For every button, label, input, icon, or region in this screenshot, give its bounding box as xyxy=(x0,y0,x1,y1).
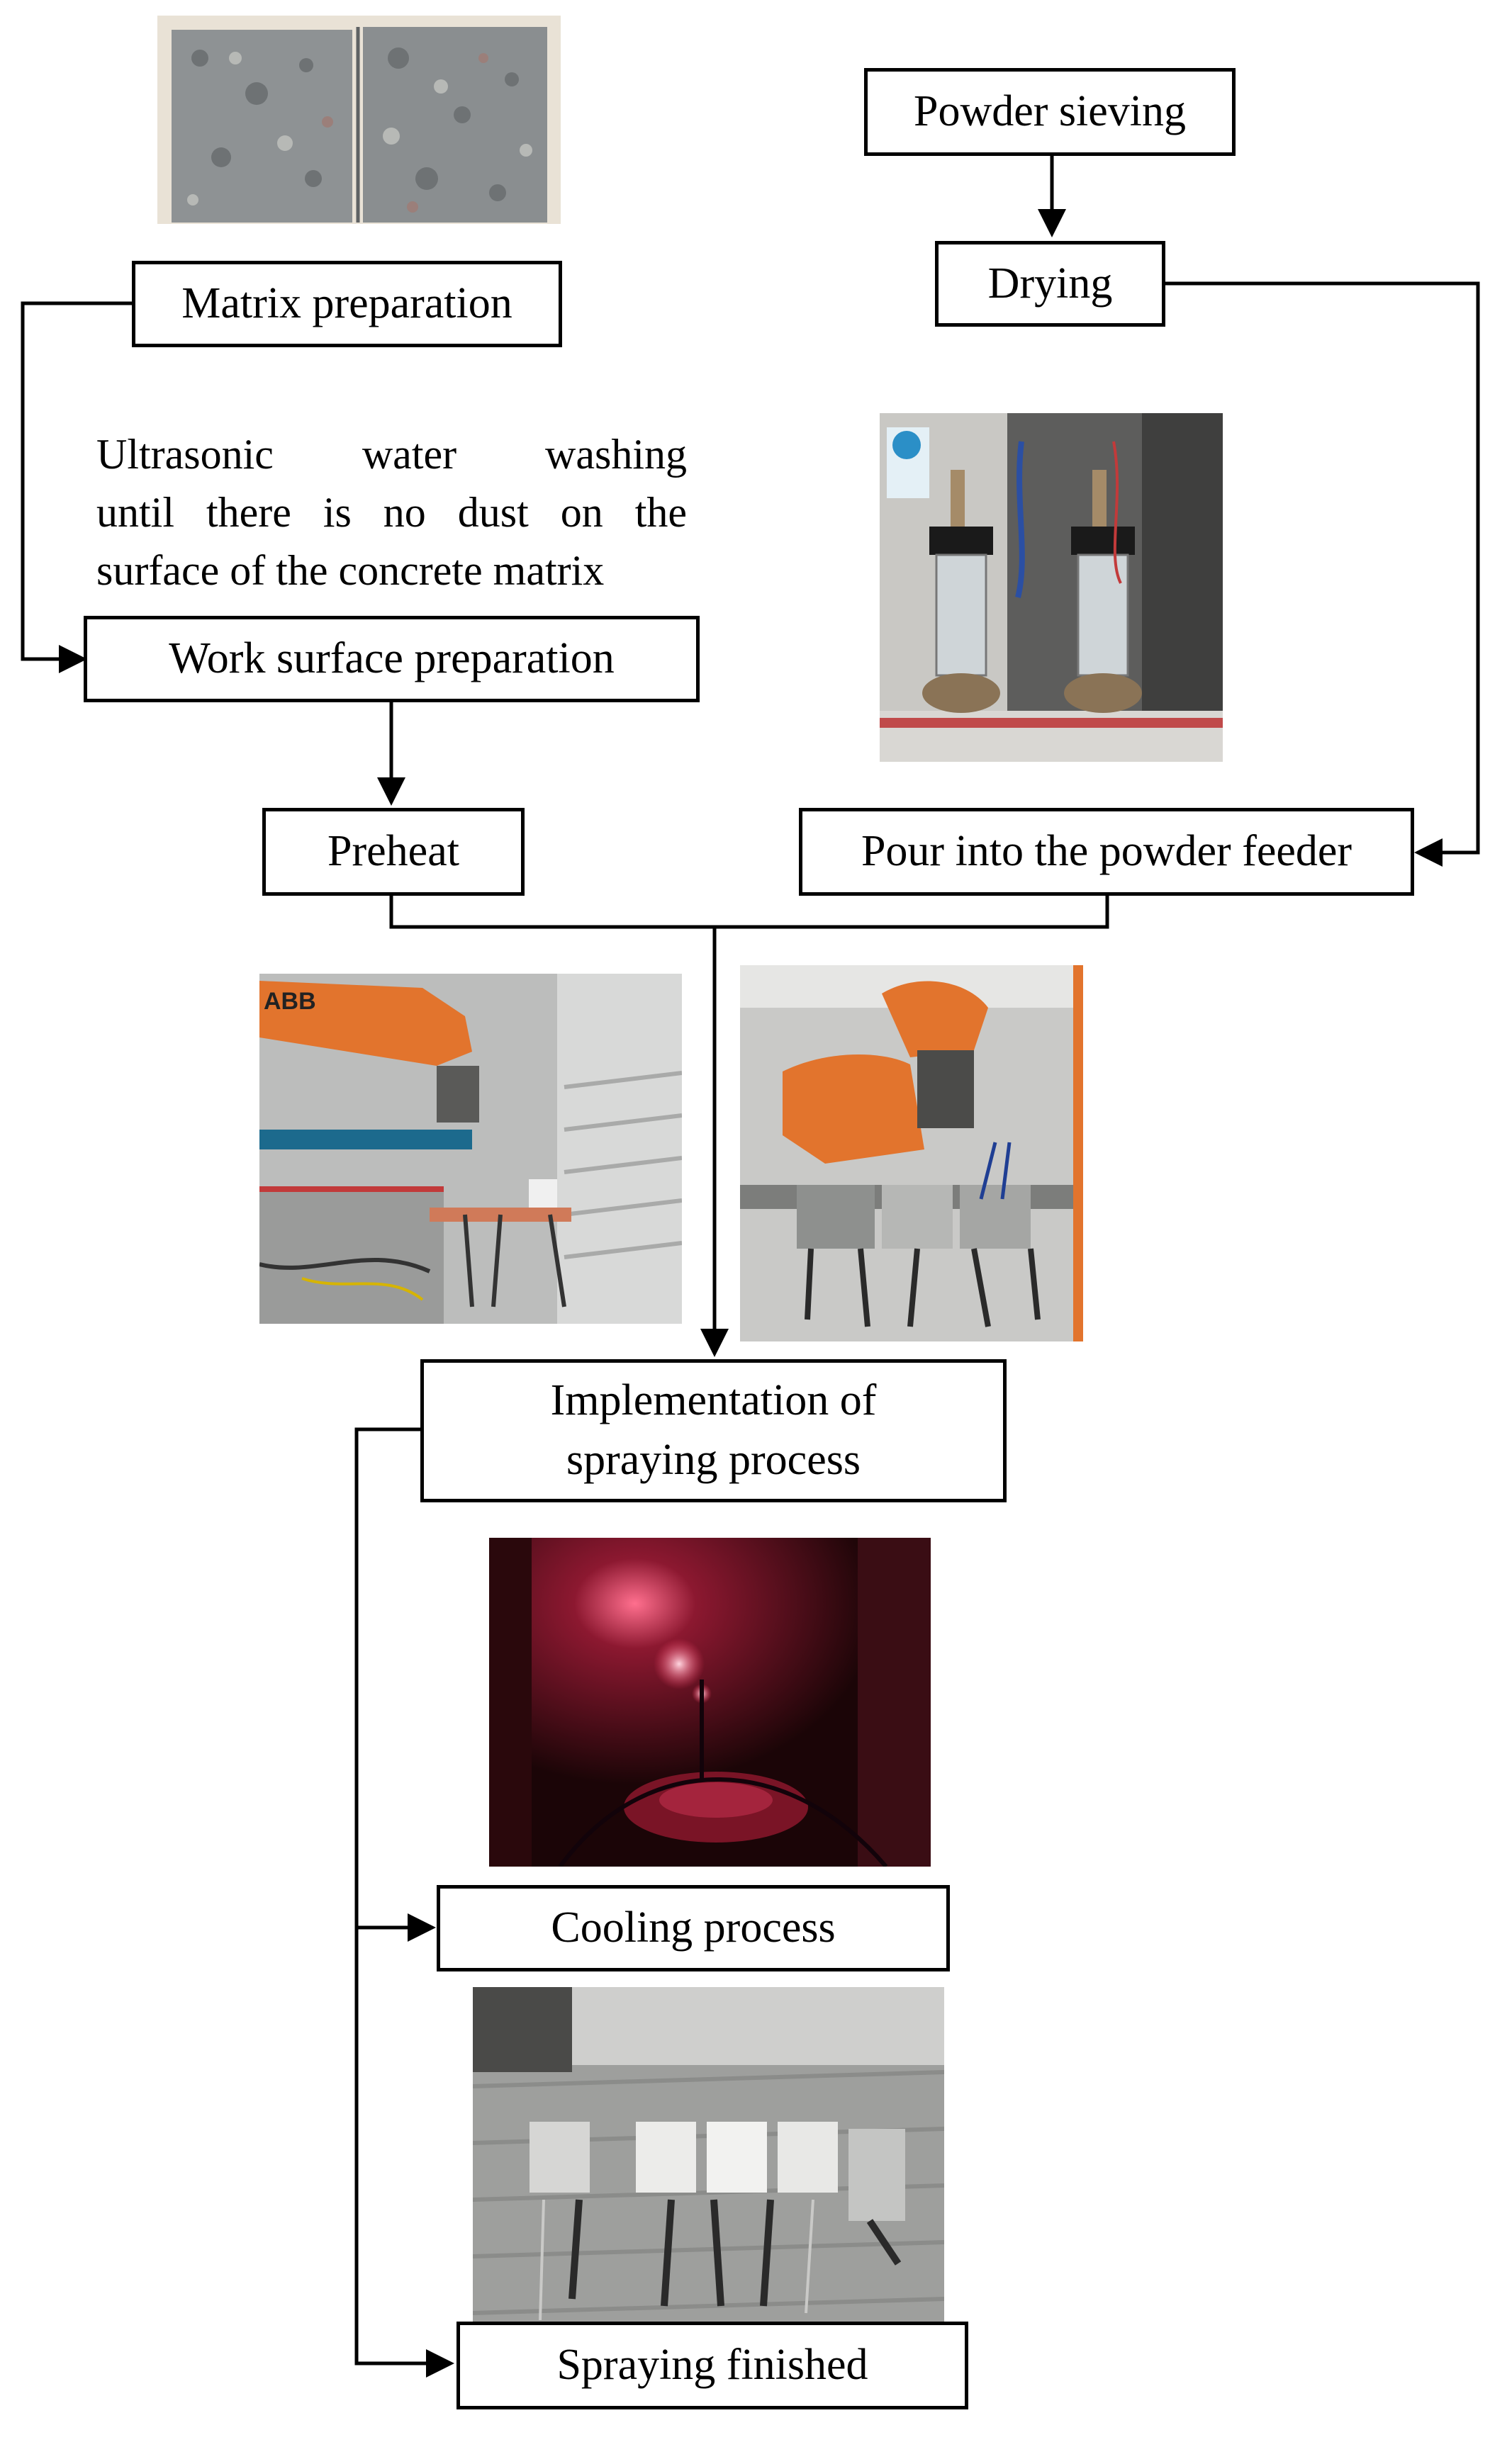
spraying-finished-box: Spraying finished xyxy=(456,2322,968,2409)
implementation-of-spraying-box: Implementation of spraying process xyxy=(420,1359,1007,1502)
preheat-label: Preheat xyxy=(327,827,459,876)
arrow-implementation-branch xyxy=(354,1427,454,2378)
washing-note-line1: Ultrasonic water washing xyxy=(96,431,687,478)
powder-sieving-label: Powder sieving xyxy=(913,87,1187,136)
matrix-preparation-box: Matrix preparation xyxy=(132,261,562,347)
pour-into-powder-feeder-label: Pour into the powder feeder xyxy=(861,827,1352,876)
washing-note-line3: surface of the concrete matrix xyxy=(96,547,605,595)
cooling-process-box: Cooling process xyxy=(437,1885,950,1971)
powder-drying-photo xyxy=(880,413,1223,762)
cooling-process-label: Cooling process xyxy=(551,1903,836,1952)
implementation-label-line1: Implementation of xyxy=(550,1376,877,1425)
washing-note-line2: until there is no dust on the xyxy=(96,489,687,536)
spraying-finished-label: Spraying finished xyxy=(556,2341,868,2390)
powder-sieving-box: Powder sieving xyxy=(864,68,1236,156)
svg-text:ABB: ABB xyxy=(264,988,316,1015)
arrow-drying-to-feeder xyxy=(1163,281,1480,867)
implementation-label-line2: spraying process xyxy=(566,1436,861,1484)
work-surface-preparation-label: Work surface preparation xyxy=(169,634,615,683)
washing-note: Ultrasonic water washing until there is … xyxy=(96,425,687,600)
merge-line xyxy=(389,894,1109,929)
preheat-box: Preheat xyxy=(262,808,525,896)
spraying-process-photo xyxy=(489,1538,931,1867)
robot-preheat-photo: ABB xyxy=(259,974,682,1324)
arrow-matrix-to-worksurface xyxy=(21,301,132,673)
drying-box: Drying xyxy=(935,241,1165,327)
work-surface-preparation-box: Work surface preparation xyxy=(84,616,700,702)
drying-label: Drying xyxy=(987,259,1113,308)
pour-into-powder-feeder-box: Pour into the powder feeder xyxy=(799,808,1414,896)
concrete-matrix-photo xyxy=(157,16,561,224)
matrix-preparation-label: Matrix preparation xyxy=(181,279,512,328)
finished-samples-photo xyxy=(473,1987,944,2342)
robot-mounted-samples-photo xyxy=(740,965,1083,1341)
